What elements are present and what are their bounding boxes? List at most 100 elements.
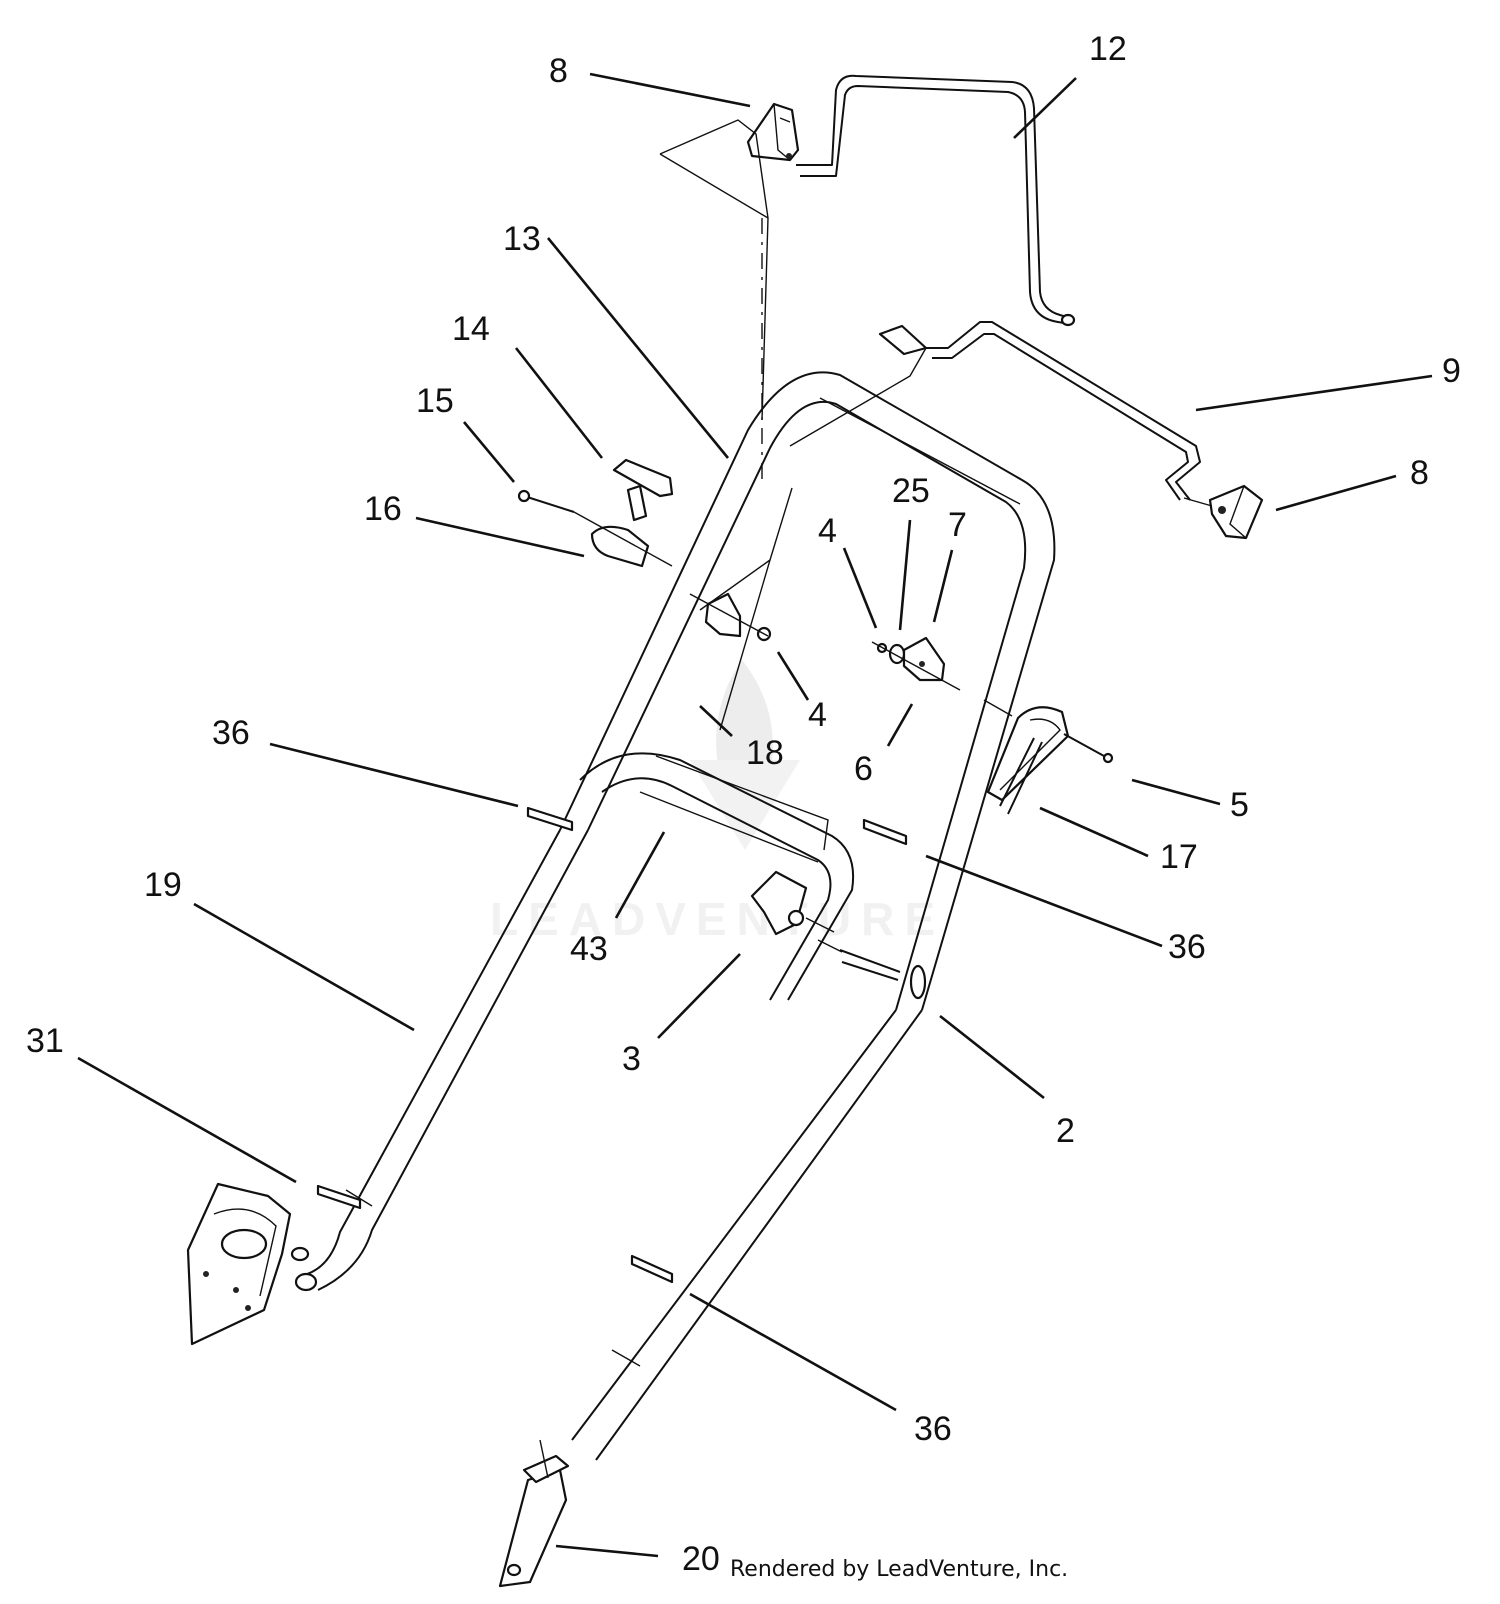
- cable-knob: [612, 458, 674, 498]
- callout-20: 20: [682, 1540, 720, 1578]
- cable-clip: [704, 592, 742, 638]
- left-leg-end-hole: [294, 1272, 318, 1292]
- upper-handle-outer: [559, 371, 1056, 1011]
- bail-bracket-top-hole: [786, 153, 792, 159]
- callout-5: 5: [1230, 786, 1249, 824]
- leader-36-bottom: [689, 1292, 897, 1412]
- leader-9: [1195, 374, 1433, 412]
- switch-body: [902, 636, 946, 682]
- upper-handle-shading: [819, 397, 1021, 505]
- leader-6: [886, 703, 914, 747]
- cover-screw-line: [983, 699, 1013, 717]
- leader-4-right: [842, 547, 878, 629]
- upper-handle-inner: [587, 400, 1027, 1011]
- leader-2: [939, 1014, 1045, 1100]
- right-leg-joint: [611, 1349, 641, 1367]
- cable-clip-line: [689, 593, 769, 637]
- callout-36-right: 36: [1168, 928, 1206, 966]
- bail-rod-upper-end: [1060, 313, 1076, 327]
- callout-19: 19: [144, 866, 182, 904]
- cable-guide: [590, 525, 650, 568]
- leader-8-top: [589, 72, 751, 108]
- bail-rod-upper: [796, 74, 1071, 319]
- height-adjust-hole-3: [245, 1305, 251, 1311]
- callout-6: 6: [854, 750, 873, 788]
- left-leg-joint: [345, 1189, 373, 1207]
- leader-4-center: [776, 651, 810, 701]
- height-adjust-plate-arc: [213, 1208, 277, 1297]
- callout-14: 14: [452, 310, 490, 348]
- bail-rod-lower-tab: [878, 324, 928, 356]
- leader-3: [657, 953, 741, 1039]
- bail-rod-lower-inner: [932, 333, 1189, 501]
- foot-bracket-bolt: [539, 1439, 549, 1479]
- leader-20: [555, 1544, 659, 1558]
- callout-36-bottom: 36: [914, 1410, 952, 1448]
- bail-bracket-right-face: [1229, 485, 1247, 539]
- handle-clip-right: [862, 818, 908, 846]
- cable-guide-bolt-head: [517, 489, 531, 503]
- leader-16: [415, 516, 585, 558]
- carriage-bolt-line: [817, 939, 843, 953]
- callout-9: 9: [1442, 352, 1461, 390]
- left-leg-end-hole-2: [290, 1246, 310, 1262]
- callout-3: 3: [622, 1040, 641, 1078]
- leader-43: [614, 831, 666, 919]
- switch-washer: [888, 643, 906, 665]
- cable-guide-bolt: [523, 495, 575, 513]
- leader-15: [463, 421, 515, 483]
- lower-handle-crossbar-inner: [601, 777, 832, 1001]
- cable-guide-bolt-line: [573, 511, 673, 567]
- handle-clip-foot: [316, 1184, 362, 1210]
- handle-parts: [186, 74, 1264, 1588]
- leader-5: [1131, 778, 1221, 806]
- watermark-text: LEADVENTURE: [490, 893, 945, 945]
- callout-8-top: 8: [549, 52, 568, 90]
- carriage-bolt: [839, 949, 901, 981]
- leader-18: [699, 705, 733, 737]
- cable-strip: [999, 737, 1043, 815]
- bail-rod-upper-inner: [800, 85, 1071, 325]
- lower-handle-plate: [639, 755, 829, 863]
- bail-bracket-top-face: [773, 103, 791, 161]
- leader-14: [514, 347, 604, 459]
- leader-19: [193, 902, 415, 1032]
- height-adjust-hole-2: [233, 1287, 239, 1293]
- leader-13: [546, 237, 730, 459]
- lower-handle-right-leg: [571, 1009, 923, 1461]
- lower-handle-crossbar-top: [579, 752, 855, 1001]
- leader-31: [77, 1056, 297, 1184]
- decal-plane: [659, 119, 769, 421]
- leader-lines: [77, 72, 1433, 1558]
- leader-7: [932, 549, 954, 623]
- callout-4-center: 4: [808, 696, 827, 734]
- callout-18: 18: [746, 734, 784, 772]
- height-adjust-plate: [186, 1182, 292, 1346]
- height-adjust-hub: [220, 1228, 268, 1260]
- callout-25: 25: [892, 472, 930, 510]
- callout-43: 43: [570, 930, 608, 968]
- switch-line: [871, 641, 961, 691]
- cable-knob-stem: [626, 484, 648, 522]
- leader-36-right: [925, 854, 1163, 948]
- leader-12: [1013, 77, 1077, 139]
- callout-4-right: 4: [818, 512, 837, 550]
- leader-25: [898, 519, 912, 631]
- callout-17: 17: [1160, 838, 1198, 876]
- callout-31: 31: [26, 1022, 64, 1060]
- callout-8-right: 8: [1410, 454, 1429, 492]
- handle-clip-bottom: [630, 1254, 674, 1284]
- cable-cover-inner: [999, 718, 1061, 791]
- decal-plane-left: [659, 153, 769, 219]
- callout-2: 2: [1056, 1112, 1075, 1150]
- callouts: 8 12 13 14 15 16 9 8 25 4 7 4 18 6 36 5 …: [26, 30, 1461, 1582]
- watermark: LEADVENTURE: [490, 660, 945, 945]
- leader-36-left: [269, 742, 519, 808]
- bail-bracket-right-pin: [1183, 497, 1213, 507]
- switch-hole: [919, 661, 925, 667]
- cable-cover: [986, 706, 1070, 802]
- watermark-chevron-icon: [690, 760, 800, 850]
- callout-7: 7: [948, 506, 967, 544]
- carriage-bolt-head: [909, 964, 927, 1000]
